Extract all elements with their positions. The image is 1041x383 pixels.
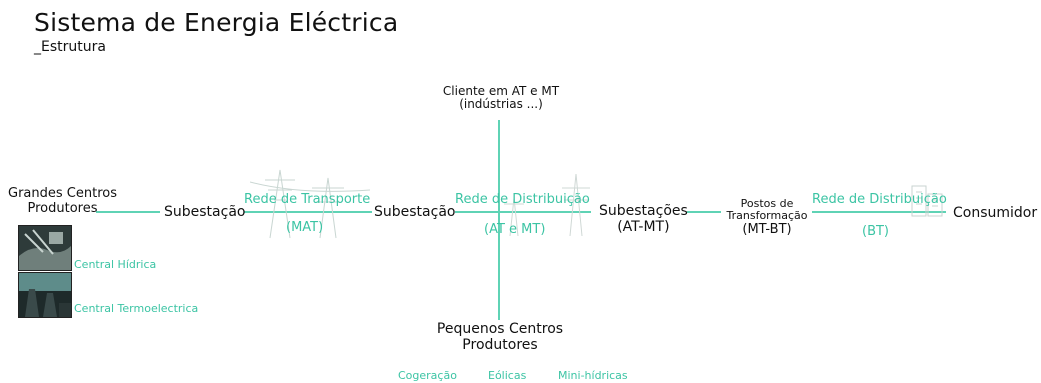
transmission-tower-icon: [250, 169, 370, 239]
thermal-plant-label: Central Termoelectrica: [74, 302, 199, 315]
lv-distribution-level-label: (BT): [862, 224, 890, 239]
consumer-label: Consumidor: [953, 205, 1038, 221]
thermal-plant-image: [18, 272, 72, 318]
client-label: Cliente em AT e MT (indústrias ...): [442, 84, 560, 111]
substations-atmt-label: Subestações (AT-MT): [599, 203, 688, 235]
line-to-small-producers: [498, 213, 500, 320]
distribution-tower-icon: [504, 173, 590, 237]
transport-level-label: (MAT): [286, 220, 324, 235]
line-to-client-top: [498, 120, 500, 211]
line-producers-substation: [96, 211, 160, 213]
small-producer-wind: Eólicas: [488, 369, 527, 382]
small-producer-cogeneration: Cogeração: [398, 369, 457, 382]
lv-distribution-network-label: Rede de Distribuição: [812, 192, 947, 207]
small-producers-label: Pequenos Centros Produtores: [436, 321, 564, 353]
transformer-posts-title: Postos de Transformação: [726, 197, 808, 222]
line-lv-distribution: [812, 211, 946, 213]
distribution-level-label: (AT e MT): [484, 222, 546, 237]
substations-atmt-level: (AT-MT): [617, 219, 670, 235]
large-producers-label: Grandes Centros Produtores: [8, 186, 117, 216]
transformer-posts-label: Postos de Transformação (MT-BT): [722, 198, 812, 238]
small-producer-mini-hydro: Mini-hídricas: [558, 369, 628, 382]
substations-atmt-title: Subestações: [599, 203, 688, 219]
hydro-plant-label: Central Hídrica: [74, 258, 157, 271]
diagram-title: Sistema de Energia Eléctrica: [34, 8, 399, 37]
line-distribution-network: [455, 211, 591, 213]
transformer-level: (MT-BT): [742, 222, 792, 237]
transport-network-label: Rede de Transporte: [244, 192, 371, 207]
line-substations-posts: [687, 211, 721, 213]
diagram-subtitle: _Estrutura: [34, 39, 106, 55]
line-transport-network: [244, 211, 372, 213]
substation-1-label: Subestação: [164, 204, 246, 220]
distribution-network-label: Rede de Distribuição: [455, 192, 590, 207]
substation-2-label: Subestação: [374, 204, 456, 220]
hydro-plant-image: [18, 225, 72, 271]
building-icon: [911, 185, 943, 217]
